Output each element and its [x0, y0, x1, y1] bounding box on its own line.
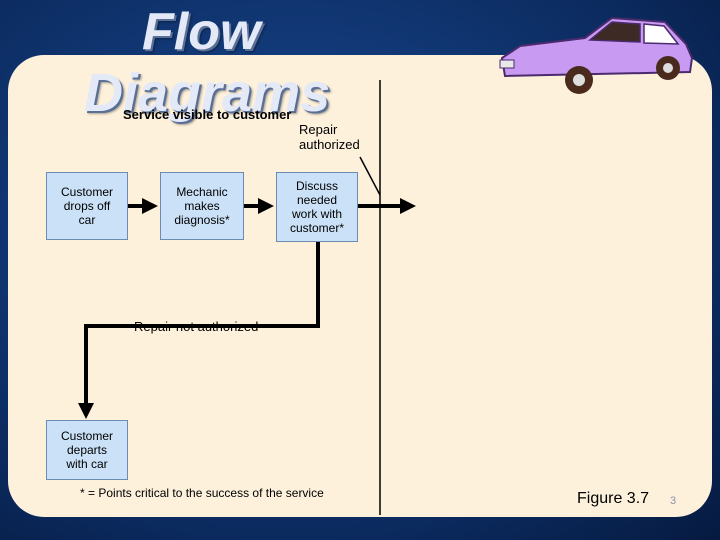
repair-authorized-label: Repair authorized — [299, 122, 360, 152]
node-customer-departs: Customer departs with car — [46, 420, 128, 480]
repair-not-authorized-label: Repair not authorized — [134, 319, 259, 334]
node-discuss-work: Discuss needed work with customer* — [276, 172, 358, 242]
figure-label: Figure 3.7 — [577, 490, 650, 507]
visibility-label: Service visible to customer — [123, 107, 292, 122]
node-customer-drops-off: Customer drops off car — [46, 172, 128, 240]
repair-authorized-leader — [359, 156, 381, 196]
page-number: 3 — [670, 495, 677, 507]
title-line-2: Diagrams — [84, 63, 331, 123]
footnote: * = Points critical to the success of th… — [80, 486, 324, 500]
arrow-repair-not-authorized — [78, 242, 320, 419]
node-mechanic-diagnosis: Mechanic makes diagnosis* — [160, 172, 244, 240]
title-line-1: Flow — [142, 3, 261, 61]
car-icon — [499, 16, 694, 94]
